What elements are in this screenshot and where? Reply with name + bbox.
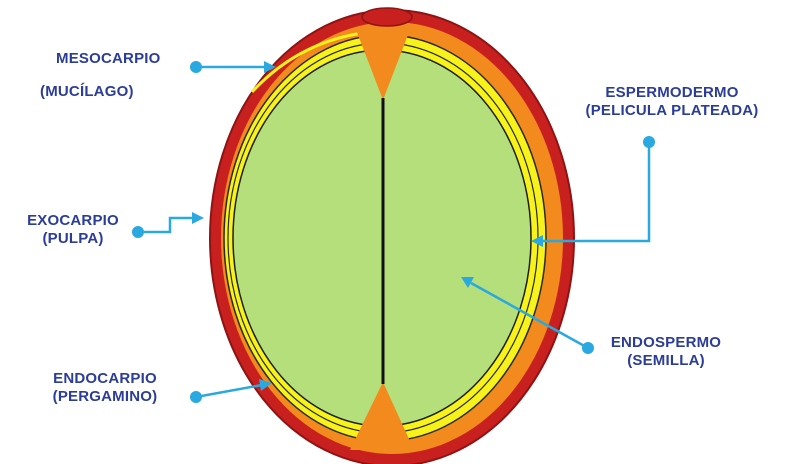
label-mesocarpio-subtitle: (MUCÍLAGO) <box>40 83 134 101</box>
pointer-line <box>196 385 262 397</box>
label-endocarpio: ENDOCARPIO (PERGAMINO) <box>30 370 180 406</box>
stem-cap <box>362 8 412 26</box>
label-exocarpio-subtitle: (PULPA) <box>14 230 132 248</box>
label-mesocarpio-title: MESOCARPIO <box>56 50 161 68</box>
label-exocarpio-title: EXOCARPIO <box>14 212 132 230</box>
label-espermodermo: ESPERMODERMO (PELICULA PLATEADA) <box>552 84 792 120</box>
label-espermodermo-subtitle: (PELICULA PLATEADA) <box>552 102 792 120</box>
label-mesocarpio: MESOCARPIO <box>56 50 161 68</box>
label-espermodermo-title: ESPERMODERMO <box>552 84 792 102</box>
pointer-mesocarpio <box>190 61 276 73</box>
label-endocarpio-subtitle: (PERGAMINO) <box>30 388 180 406</box>
pointer-exocarpio <box>132 212 204 238</box>
label-endospermo: ENDOSPERMO (SEMILLA) <box>588 334 744 370</box>
label-endospermo-subtitle: (SEMILLA) <box>588 352 744 370</box>
pointer-line <box>138 218 194 232</box>
label-endospermo-title: ENDOSPERMO <box>588 334 744 352</box>
label-endocarpio-title: ENDOCARPIO <box>30 370 180 388</box>
label-exocarpio: EXOCARPIO (PULPA) <box>14 212 132 248</box>
label-mucilago: (MUCÍLAGO) <box>40 83 134 101</box>
pointer-arrowhead <box>192 212 204 224</box>
